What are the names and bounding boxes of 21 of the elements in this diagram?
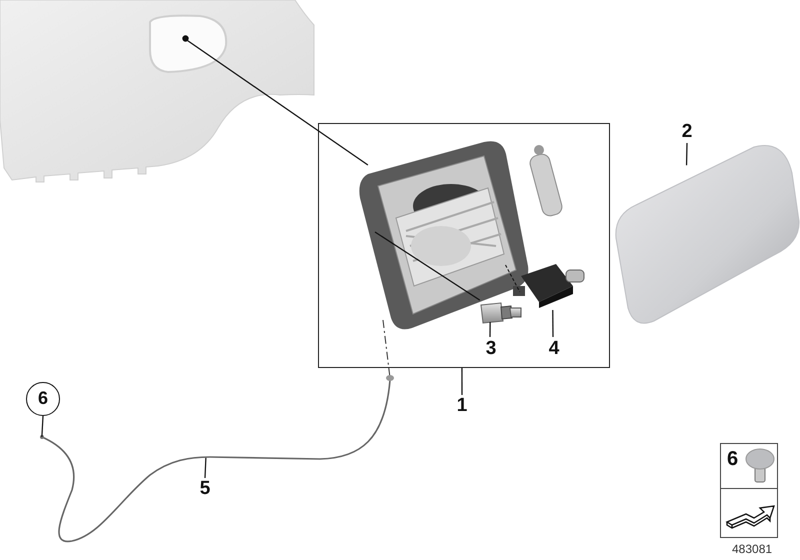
drawing-number: 483081 [732,542,772,556]
leader-dot [182,35,189,42]
leader-line [489,322,491,337]
leader-line [187,40,368,166]
callout-number: 3 [483,338,499,360]
leader-line [686,142,688,166]
callout-number: 6 [727,448,738,470]
callout-number: 1 [454,395,470,417]
legend-box [720,488,778,538]
leader-line [552,310,554,337]
callout-number: 4 [546,338,562,360]
leader-line [204,458,206,478]
leader-line [461,368,463,395]
leader-line [374,232,480,301]
callout-number: 5 [197,478,213,500]
callout-number: 2 [679,121,695,143]
callout-number: 6 [26,382,60,416]
leader-line [41,416,44,438]
part-legend-box [720,443,778,489]
assembly-frame [318,123,610,368]
leader-line [505,264,520,292]
